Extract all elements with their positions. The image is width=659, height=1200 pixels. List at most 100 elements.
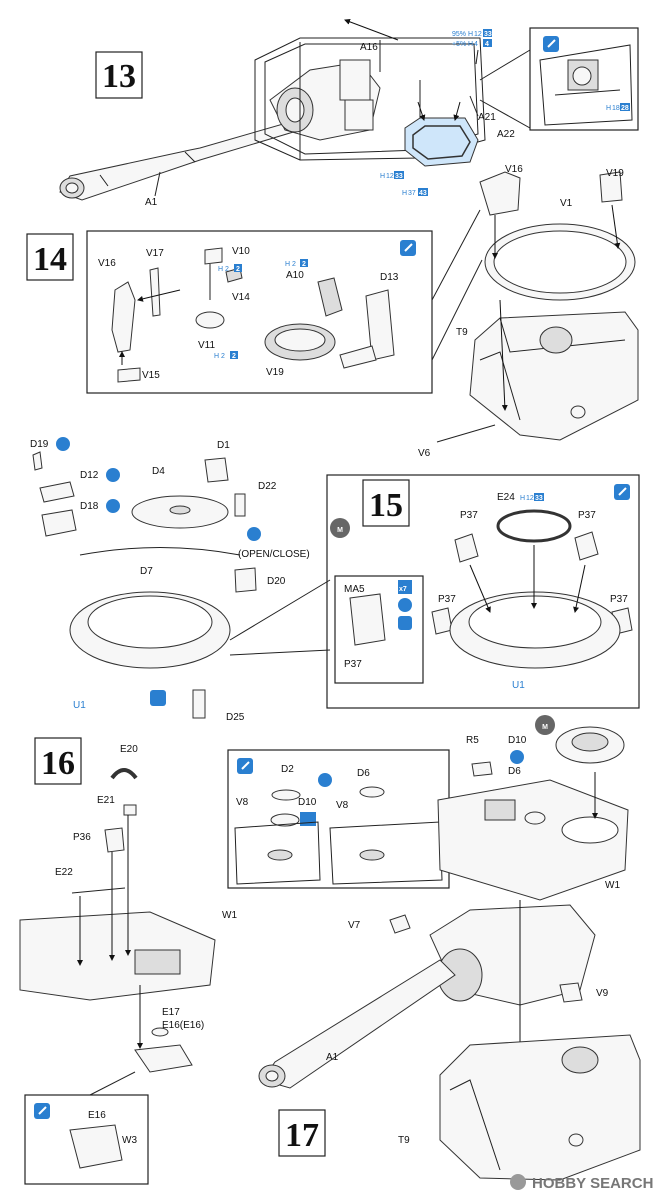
paint-mid-tag: 33 — [395, 173, 403, 180]
label-p37-a: P37 — [460, 510, 478, 521]
part-v9 — [559, 982, 583, 1003]
part-v17 — [149, 267, 161, 317]
label-r5: R5 — [466, 735, 479, 746]
inset-paint-tag-bg — [620, 103, 630, 111]
label-d6: D6 — [357, 768, 370, 779]
label-d6-b: D6 — [508, 766, 521, 777]
part-e22 — [71, 887, 126, 894]
part-e24-ring — [496, 509, 572, 543]
p37-part-b — [574, 531, 599, 561]
metal-part-badge-15 — [330, 518, 350, 538]
cement-icon-17 — [318, 773, 332, 787]
gun-assembly-17 — [258, 904, 596, 1089]
label-v16: V16 — [98, 258, 116, 269]
part-d7-ring — [79, 547, 241, 556]
part-d2 — [271, 789, 301, 801]
part-d1 — [204, 457, 229, 483]
part-d22 — [234, 493, 246, 517]
part-v6 — [436, 424, 496, 443]
part-v15 — [117, 367, 141, 383]
step-15: D19 D12 D18 D1 D4 D22 D7 (OPEN/CLOSE) D2… — [30, 437, 640, 723]
label-t9: T9 — [456, 327, 468, 338]
label-v6: V6 — [418, 448, 431, 459]
step-16-box — [34, 737, 82, 785]
deck-17-ring-opening — [561, 816, 619, 844]
step-17: D2 V8 D10 D6 V8 R5 D10 D6 M W1 V7 — [227, 715, 641, 1181]
inset-13-connector-1 — [479, 49, 531, 81]
step-17-number: 17 — [285, 1117, 319, 1154]
label-w1-17: W1 — [605, 880, 620, 891]
cement-icon-d10 — [510, 750, 524, 764]
step-14: 14 V16 V15 V17 V10 V14 V11 V19 A10 D13 H — [26, 164, 639, 459]
deck-17-hatch — [484, 799, 516, 821]
label-d22: D22 — [258, 481, 277, 492]
label-v17: V17 — [146, 248, 164, 259]
step-15-box — [362, 479, 410, 527]
inset-14-box — [86, 230, 433, 394]
cement-icon-d18 — [106, 499, 120, 513]
metal-part-badge-17 — [535, 715, 555, 735]
label-d10-b: D10 — [508, 735, 527, 746]
step-14-number: 14 — [33, 241, 67, 278]
part-a10 — [317, 277, 343, 317]
arrow-ring-to-turret — [499, 299, 508, 411]
label-a22: A22 — [497, 129, 515, 140]
inset-17-opening-left — [267, 849, 293, 861]
part-e16-hatch — [134, 1044, 193, 1073]
arrow-a16 — [344, 18, 399, 41]
part-w1-hatch-opening — [134, 949, 181, 975]
paint-mid-code: H — [380, 173, 385, 180]
paint-mix-1-pct: 95% — [452, 31, 466, 38]
step-17-box — [278, 1109, 326, 1157]
paint-mix-2-tag-bg — [483, 39, 492, 47]
part-v7 — [389, 914, 411, 934]
arrow-v17 — [137, 289, 181, 302]
label-v15: V15 — [142, 370, 160, 381]
leader-paint-mix — [475, 49, 479, 65]
label-e16-inset: E16 — [88, 1110, 106, 1121]
arrow-a22-left — [417, 101, 426, 121]
paint-mid-tag-bg — [394, 171, 404, 179]
part-e21 — [123, 804, 137, 816]
label-p36: P36 — [73, 832, 91, 843]
label-d7: D7 — [140, 566, 153, 577]
inset-13-box — [529, 27, 639, 131]
paint14-3-tag-bg — [230, 351, 238, 359]
brush-icon-17-glyph — [241, 761, 250, 770]
paint-mix-2-tag: 4 — [485, 41, 489, 48]
label-a21: A21 — [478, 112, 496, 123]
inset-17-deck-right — [329, 821, 443, 885]
label-p37-c: P37 — [438, 594, 456, 605]
cement-icon-ma5 — [398, 598, 412, 612]
paint14-1-code: H — [218, 266, 223, 273]
part-d12 — [39, 481, 75, 503]
cupola-assembly-17-top — [571, 732, 609, 752]
part-d13 — [365, 289, 395, 361]
part-p36 — [104, 827, 125, 853]
inset-16-connector — [89, 1071, 136, 1096]
p37-part-a — [454, 533, 479, 563]
brush-icon-ma5 — [398, 616, 412, 630]
paint14-3-tag: 2 — [232, 353, 236, 360]
part-e16-inset — [69, 1124, 123, 1169]
paint14-3-num: 2 — [221, 353, 225, 360]
paint-mix-2-code: H — [468, 41, 473, 48]
inset-17-box — [227, 749, 450, 889]
paint14-2-code: H — [285, 261, 290, 268]
brush-icon-13-glyph — [547, 39, 556, 48]
label-p37-d: P37 — [610, 594, 628, 605]
arrow-a22-right — [453, 101, 461, 121]
step-15-connector-2 — [229, 649, 331, 656]
watermark-logo — [510, 1174, 526, 1190]
label-e17: E17 — [162, 1007, 180, 1018]
label-d10: D10 — [298, 797, 317, 808]
label-d20: D20 — [267, 576, 286, 587]
watermark-text: HOBBY SEARCH — [532, 1175, 653, 1192]
label-v14: V14 — [232, 292, 250, 303]
step-16-number: 16 — [41, 745, 75, 782]
deck-17-d6 — [524, 811, 546, 825]
step-13: 13 A1 A16 — [59, 18, 639, 208]
gun-barrel-a1 — [59, 121, 302, 201]
inset-17-opening-right — [359, 849, 385, 861]
paint14-2-tag: 2 — [302, 261, 306, 268]
